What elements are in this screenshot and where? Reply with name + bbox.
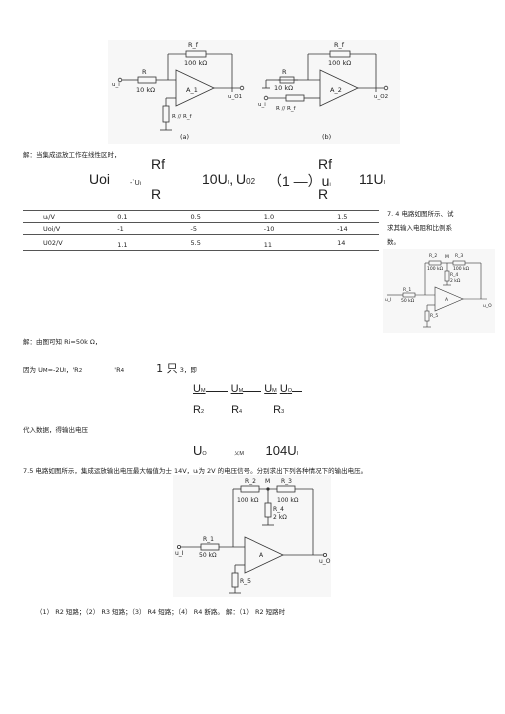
label-b-in: u_i bbox=[258, 102, 266, 108]
table-row: U02/V 1.1 5.5 11 14 bbox=[23, 234, 379, 251]
formula-1-result: 10UI, bbox=[202, 171, 234, 187]
formula-2-numerator: Rf bbox=[318, 156, 332, 172]
caption-b: (b) bbox=[322, 133, 331, 141]
q75-r5: R_5 bbox=[240, 578, 251, 585]
table-cell: uᵢ/V bbox=[23, 210, 118, 223]
q75-out: u_O bbox=[319, 558, 331, 565]
formula-1-lhs: Uoi bbox=[89, 171, 111, 187]
q75-r3-value: 100 kΩ bbox=[277, 497, 299, 504]
q75-text: 7.5 电路如图所示，集成运放输出电压最大幅值为士 14V，uᵢ为 2V 的电压… bbox=[23, 467, 368, 475]
label-a-in: u_i bbox=[112, 82, 120, 88]
label-b-r-value: 10 kΩ bbox=[274, 84, 293, 92]
io-table: uᵢ/V 0.1 0.5 1.0 1.5 Uoi/V -1 -5 -10 -14… bbox=[23, 210, 379, 251]
q75-r2: R_2 bbox=[245, 478, 256, 485]
label-b-r: R bbox=[282, 68, 287, 76]
q74-m: M bbox=[445, 254, 449, 260]
q74-r3: R_3 bbox=[455, 253, 463, 259]
formula-2-paren: （1 —）ui bbox=[268, 173, 331, 189]
label-b-amp: A_2 bbox=[330, 86, 342, 94]
q74-r1-value: 50 kΩ bbox=[401, 298, 415, 304]
solution-2-line-3: 代入数据，得输出电压 bbox=[23, 426, 88, 434]
q75-r4-value: 2 kΩ bbox=[273, 514, 287, 521]
q75-r1: R_1 bbox=[203, 536, 214, 543]
q74-r3-value: 100 kΩ bbox=[453, 266, 470, 272]
table-cell: 0.5 bbox=[190, 210, 264, 223]
q75-m: M bbox=[265, 478, 270, 485]
table-cell: -10 bbox=[263, 222, 338, 235]
formula-2-denominator: R bbox=[318, 186, 329, 202]
q75-amp: A bbox=[259, 552, 264, 559]
label-b-out: u_O2 bbox=[374, 94, 388, 100]
table-cell: -5 bbox=[190, 222, 264, 235]
label-a-out: u_O1 bbox=[228, 94, 242, 100]
figure-q74-circuit: R_2 100 kΩ M R_3 100 kΩ R_4 2 kΩ R_1 50 … bbox=[383, 249, 495, 333]
label-a-r: R bbox=[142, 68, 147, 76]
figure-q75-circuit: R_2 100 kΩ M R_3 100 kΩ R_4 2 kΩ R_1 50 … bbox=[173, 475, 331, 597]
table-cell: 0.1 bbox=[117, 210, 191, 223]
label-a-amp: A_1 bbox=[186, 86, 198, 94]
solution-1-intro: 解：当集成运放工作在线性区时， bbox=[23, 151, 121, 159]
label-a-rf-value: 100 kΩ bbox=[184, 59, 207, 67]
table-cell: -14 bbox=[337, 222, 379, 235]
label-a-rbal: R // R_f bbox=[172, 114, 193, 120]
solution-2-line-2: 因为 UM=-2UI，'R2 'R4 1 只 3，即 bbox=[23, 362, 197, 375]
q74-r4: R_4 bbox=[450, 272, 458, 278]
table-cell: 11 bbox=[263, 234, 338, 251]
q74-in: u_I bbox=[385, 297, 391, 303]
circuit-b bbox=[262, 50, 389, 107]
solution-2-line-1: 解：由图可知 Ri=50k Ω， bbox=[23, 338, 102, 346]
q74-r4-value: 2 kΩ bbox=[450, 278, 461, 284]
q75-in: u_I bbox=[175, 550, 184, 557]
q75-r3: R_3 bbox=[281, 478, 292, 485]
table-row: Uoi/V -1 -5 -10 -14 bbox=[23, 222, 379, 235]
table-cell: -1 bbox=[117, 222, 191, 235]
formula-1-denominator: R bbox=[151, 186, 162, 202]
table-cell: 14 bbox=[337, 234, 379, 251]
q74-out: u_O bbox=[483, 303, 492, 309]
formula-2-lhs: U02 bbox=[236, 171, 256, 187]
table-cell: 1.0 bbox=[263, 210, 338, 223]
label-a-rf: R_f bbox=[188, 41, 199, 49]
q75-r1-value: 50 kΩ bbox=[199, 552, 217, 559]
figure-inverting-noninverting: R_f 100 kΩ R 10 kΩ A_1 u_i u_O1 R // R_f… bbox=[108, 40, 400, 144]
q74-r5: R_5 bbox=[430, 313, 438, 319]
formula-1-mid: -`Ui bbox=[130, 180, 141, 187]
equation-top: UM UM UM UO bbox=[193, 383, 303, 395]
table-cell: 1.1 bbox=[117, 234, 191, 251]
table-cell: 5.5 bbox=[190, 234, 264, 251]
circuit-a bbox=[117, 50, 245, 131]
label-a-r-value: 10 kΩ bbox=[136, 86, 155, 94]
q74-r2: R_2 bbox=[429, 253, 437, 259]
table-cell: 1.5 bbox=[337, 210, 379, 223]
label-b-rf-value: 100 kΩ bbox=[328, 59, 351, 67]
table-cell: Uoi/V bbox=[23, 222, 118, 235]
caption-a: (a) bbox=[180, 133, 189, 141]
q74-line-1: 7. 4 电路如图所示、试 bbox=[387, 210, 454, 218]
label-b-rf: R_f bbox=[334, 41, 345, 49]
formula-1-numerator: Rf bbox=[151, 156, 165, 172]
q74-r1: R_1 bbox=[403, 287, 411, 293]
label-b-rbal: R // R_f bbox=[276, 106, 297, 112]
output-voltage-formula: UO 乂M 104UI bbox=[193, 443, 299, 458]
formula-2-result: 11UI bbox=[359, 171, 386, 187]
q74-line-2: 求其输入电阻和比例系 bbox=[387, 224, 452, 232]
q74-r2-value: 100 kΩ bbox=[427, 266, 444, 272]
q75-r4: R_4 bbox=[273, 506, 284, 513]
q74-amp: A bbox=[445, 297, 449, 303]
q74-line-3: 数。 bbox=[387, 238, 400, 246]
q75-cases: （1） R2 短路；（2） R3 短路；（3） R4 短路；（4） R4 断路。… bbox=[36, 608, 286, 616]
equation-bottom: R2 R4 R3 bbox=[193, 404, 285, 416]
table-cell: U02/V bbox=[23, 234, 118, 251]
q75-r2-value: 100 kΩ bbox=[237, 497, 259, 504]
table-row: uᵢ/V 0.1 0.5 1.0 1.5 bbox=[23, 210, 379, 223]
